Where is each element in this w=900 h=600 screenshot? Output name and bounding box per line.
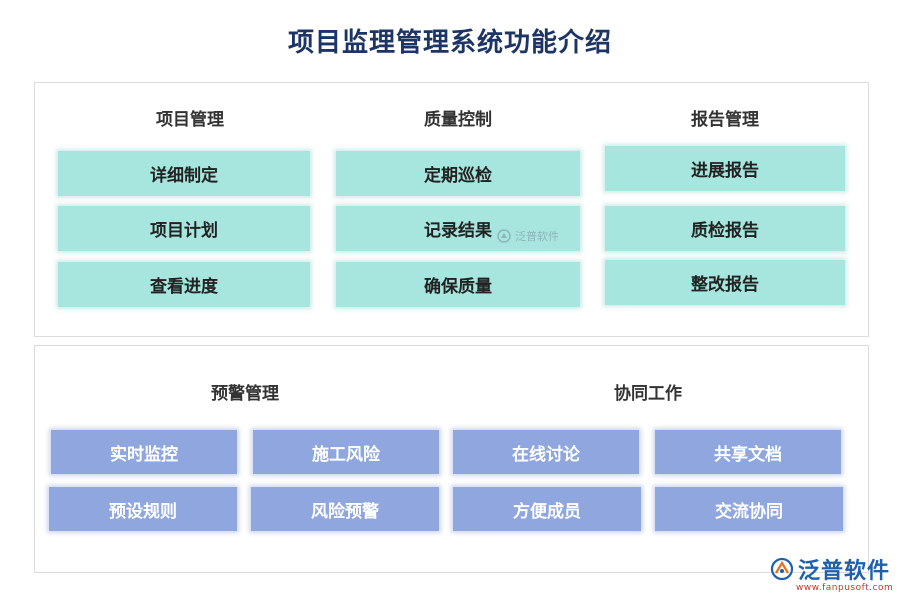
watermark-text: 泛普软件 <box>515 230 559 243</box>
watermark: 泛普软件 <box>497 228 559 244</box>
item-ensure-quality: 确保质量 <box>336 262 580 307</box>
item-preset-rules: 预设规则 <box>49 487 237 531</box>
group-title-collaboration: 协同工作 <box>614 384 682 404</box>
item-risk-warning: 风险预警 <box>251 487 439 531</box>
brand-logo-url: www.fanpusoft.com <box>796 583 894 593</box>
group-title-project-management: 项目管理 <box>156 110 224 130</box>
item-convenient-members: 方便成员 <box>453 487 641 531</box>
item-progress-report: 进展报告 <box>605 146 845 191</box>
item-communication-collaboration: 交流协同 <box>655 487 843 531</box>
item-real-time-monitoring: 实时监控 <box>51 430 237 474</box>
item-quality-report: 质检报告 <box>605 206 845 251</box>
item-shared-documents: 共享文档 <box>655 430 841 474</box>
item-regular-inspection: 定期巡检 <box>336 151 580 196</box>
group-title-quality-control: 质量控制 <box>424 110 492 130</box>
item-detailed-planning: 详细制定 <box>58 151 310 196</box>
item-project-plan: 项目计划 <box>58 206 310 251</box>
item-rectification-report: 整改报告 <box>605 260 845 305</box>
group-title-report-management: 报告管理 <box>691 110 759 130</box>
watermark-logo-icon <box>497 229 511 243</box>
item-view-progress: 查看进度 <box>58 262 310 307</box>
item-construction-risk: 施工风险 <box>253 430 439 474</box>
brand-logo: 泛普软件 www.fanpusoft.com <box>770 553 893 593</box>
item-online-discussion: 在线讨论 <box>453 430 639 474</box>
group-title-early-warning: 预警管理 <box>211 384 279 404</box>
page-title: 项目监理管理系统功能介绍 <box>287 28 612 58</box>
brand-logo-text: 泛普软件 <box>798 559 891 584</box>
brand-logo-icon <box>770 557 794 581</box>
item-record-results: 记录结果 <box>336 206 580 251</box>
